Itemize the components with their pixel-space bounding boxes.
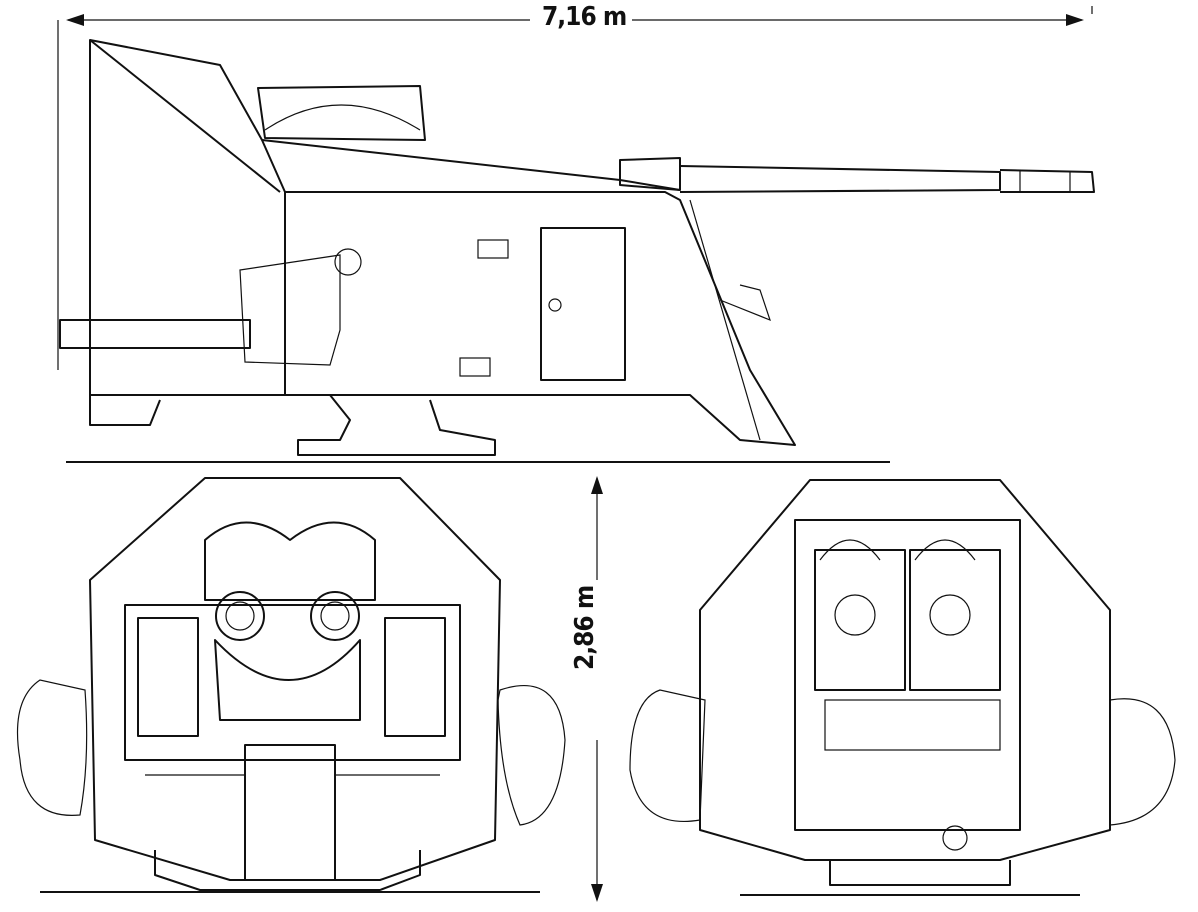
length-dimension-arrow [57, 6, 1093, 370]
height-dimension-arrow [591, 476, 603, 902]
height-label: 2,86 m [570, 579, 600, 676]
side-view [59, 39, 1095, 463]
front-view [17, 477, 566, 893]
length-label: 7,16 m [536, 2, 633, 32]
rear-view [629, 479, 1176, 896]
